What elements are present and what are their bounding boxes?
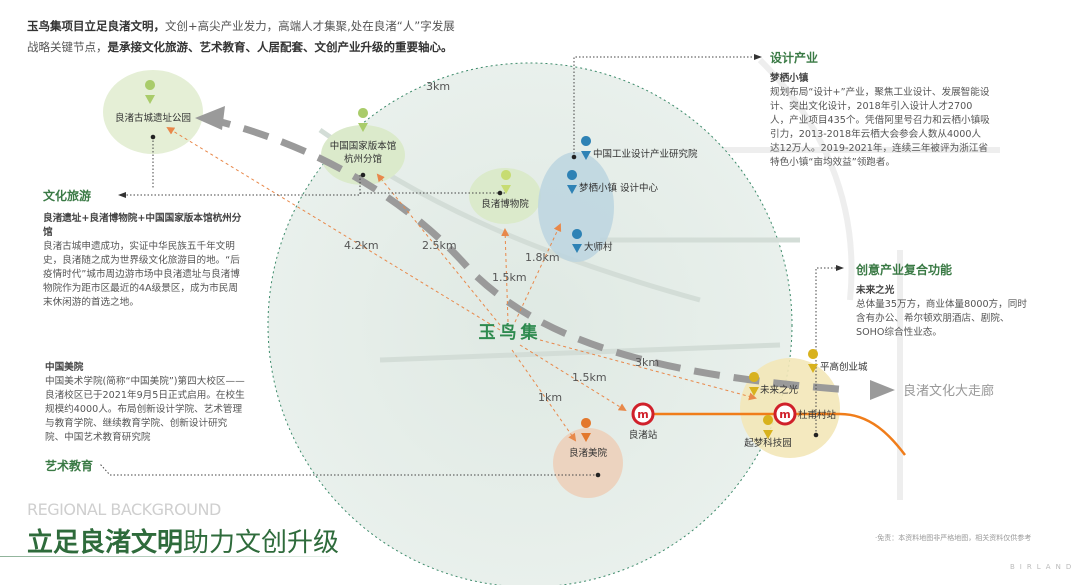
art-education-block: 中国美院 中国美术学院(简称“中国美院”)第四大校区——良渚校区已于2021年9… (45, 361, 245, 445)
page-title-light: 助力文创升级 (183, 528, 340, 558)
heading-art-education: 艺术教育 (45, 459, 94, 473)
metro-line (643, 412, 906, 456)
culture-tourism-body: 良渚古城申遗成功，实证中华民族五千年文明史，良渚随之成为世界级文化旅游目的地。“… (43, 241, 240, 308)
creative-industry-body: 总体量35万方，商业体量8000方，同时含有办公、希尔顿欢朋酒店、剧院、SOHO… (856, 299, 1027, 338)
svg-text:m: m (779, 408, 790, 421)
label-archive-1: 中国国家版本馆 (330, 140, 397, 152)
culture-corridor-path (204, 114, 851, 394)
label-art-academy: 良渚美院 (569, 447, 608, 459)
archive-area (321, 125, 405, 185)
heading-design-industry: 设计产业 (770, 51, 819, 65)
disclaimer: ·免责：本资料地图非严格地图，相关资料仅供参考 (875, 534, 1032, 542)
culture-tourism-block: 良渚遗址+良渚博物院+中国国家版本馆杭州分馆 良渚古城申遗成功，实证中华民族五千… (43, 212, 243, 310)
art-academy-area (553, 428, 623, 498)
label-culture-corridor: 良渚文化大走廊 (903, 383, 994, 399)
distance-archive: 2.5km (422, 239, 457, 252)
title-underline (0, 556, 330, 557)
heading-culture-tourism: 文化旅游 (43, 189, 92, 203)
connector-lines (99, 54, 844, 476)
creative-industry-block: 未来之光 总体量35万方，商业体量8000方，同时含有办公、希尔顿欢朋酒店、剧院… (856, 284, 1036, 340)
brand-logo: BIRLAND (1010, 563, 1077, 571)
3km-radius-circle (267, 62, 793, 585)
label-pinggao: 平高创业城 (820, 361, 868, 373)
distance-museum: 1.5km (492, 271, 527, 284)
design-industry-block: 梦栖小镇 规划布局“设计+”产业，聚焦工业设计、发展智能设计、突出文化设计，20… (770, 72, 990, 170)
section-subtitle-en: REGIONAL BACKGROUND (27, 500, 221, 519)
ruins-park-area (103, 70, 203, 154)
intro-rest-1: 文创+高尖产业发力，高端人才集聚,处在良渚“人”字发展 (165, 19, 455, 33)
distance-arrows (166, 126, 757, 442)
page-title-bold: 立足良渚文明 (27, 528, 184, 558)
art-education-body: 中国美术学院(简称“中国美院”)第四大校区——良渚校区已于2021年9月5日正式… (45, 376, 245, 443)
label-qimeng: 起梦科技园 (744, 437, 792, 449)
heading-creative-industry: 创意产业复合功能 (856, 263, 953, 277)
distance-radius: 3km (426, 80, 450, 93)
connector-dots (150, 134, 819, 478)
creative-industry-title: 未来之光 (856, 285, 895, 296)
design-cluster-area (538, 152, 614, 262)
distance-future: 3km (635, 356, 659, 369)
label-dream-town: 梦栖小镇 设计中心 (579, 182, 659, 194)
label-design-institute: 中国工业设计产业研究院 (593, 148, 698, 160)
label-museum: 良渚博物院 (481, 198, 529, 210)
culture-tourism-title: 良渚遗址+良渚博物院+中国国家版本馆杭州分馆 (43, 213, 242, 238)
location-pin-icons (145, 80, 819, 442)
design-industry-body: 规划布局“设计+”产业，聚焦工业设计、发展智能设计、突出文化设计，2018年引入… (770, 87, 990, 168)
intro-bold-2: 是承接文化旅游、艺术教育、人居配套、文创产业升级的重要轴心。 (107, 40, 453, 54)
intro-bold-1: 玉鸟集项目立足良渚文明， (27, 19, 165, 33)
label-project-center: 玉鸟集 (479, 322, 542, 343)
distance-station: 1.5km (572, 371, 607, 384)
corridor-arrow-right-icon (870, 380, 895, 400)
corridor-arrow-left-icon (195, 106, 225, 130)
distance-ruins: 4.2km (344, 239, 379, 252)
distance-academy: 1km (538, 391, 562, 404)
design-industry-title: 梦栖小镇 (770, 73, 809, 84)
distance-design: 1.8km (525, 251, 560, 264)
label-ruins-park: 良渚古城遗址公园 (115, 112, 191, 124)
label-future-light: 未来之光 (760, 384, 799, 396)
label-liangzhu-station: 良渚站 (629, 429, 658, 441)
label-archive-2: 杭州分馆 (344, 153, 382, 165)
art-education-title: 中国美院 (45, 362, 84, 373)
metro-station-icons: m m (631, 402, 797, 426)
intro-start-2: 战略关键节点， (27, 40, 108, 54)
museum-area (469, 168, 541, 224)
label-master-village: 大师村 (584, 241, 613, 253)
intro-text: 玉鸟集项目立足良渚文明，文创+高尖产业发力，高端人才集聚,处在良渚“人”字发展 … (27, 16, 547, 58)
svg-text:m: m (637, 408, 648, 421)
label-dufu-station: 杜甫村站 (798, 409, 837, 421)
page-title: 立足良渚文明助力文创升级 (27, 522, 339, 559)
